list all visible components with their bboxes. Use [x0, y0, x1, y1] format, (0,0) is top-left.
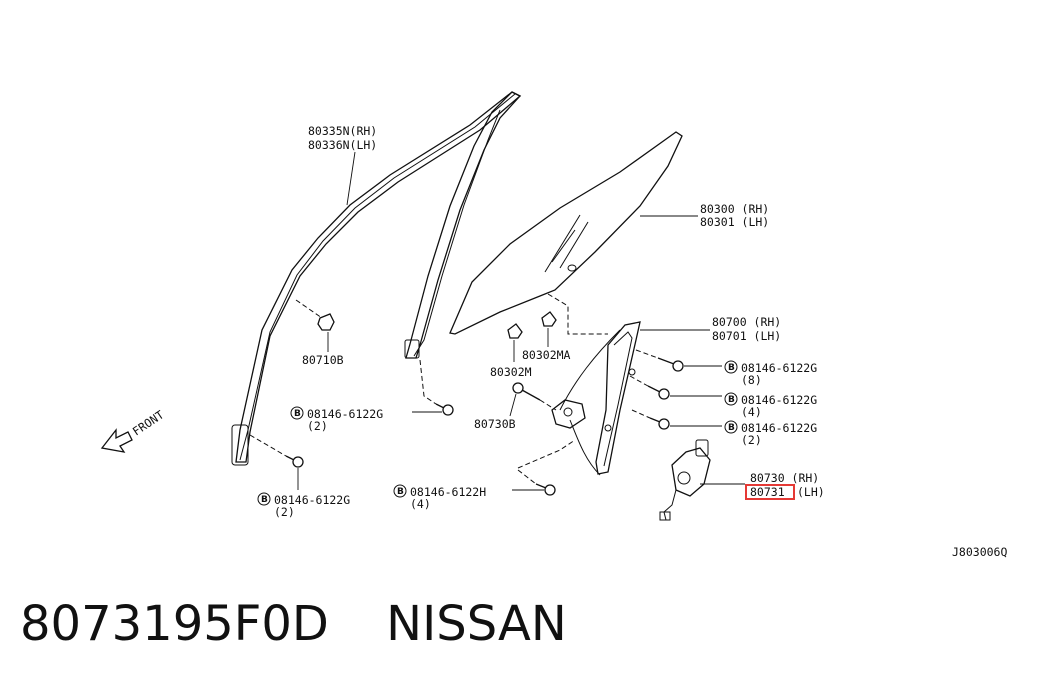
label-clip-710b: 80710B: [302, 353, 344, 367]
label-glass-run-lh: 80336N(LH): [308, 138, 377, 152]
bolt-marker: B: [261, 495, 268, 505]
part-number: 8073195F0D: [20, 596, 329, 652]
callout-bolt-b: B 08146-6122G (4): [724, 392, 817, 419]
label-motor-rh: 80730 (RH): [750, 471, 819, 485]
label-bolt-b-qty: (4): [741, 405, 762, 419]
label-bolt-f-code: 08146-6122G: [274, 493, 350, 507]
label-bolt-c-qty: (2): [741, 433, 762, 447]
label-motor-lh-code: 80731: [750, 485, 785, 499]
callout-bolt-e: B 08146-6122H (4): [393, 484, 486, 511]
part-info-footer: 8073195F0D NISSAN: [20, 596, 567, 652]
label-bolt-730b: 80730B: [474, 417, 516, 431]
bolt-marker: B: [294, 409, 301, 419]
glass-run-channel: [231, 91, 522, 466]
fasteners: [249, 293, 684, 496]
label-clip-302ma: 80302MA: [522, 348, 571, 362]
window-regulator: [551, 321, 641, 476]
label-glass-run-rh: 80335N(RH): [308, 124, 377, 138]
callout-bolt-d: B 08146-6122G (2): [290, 406, 383, 433]
door-glass: [449, 131, 683, 335]
brand-name: NISSAN: [386, 596, 567, 652]
label-clip-302m: 80302M: [490, 365, 532, 379]
figure-code: J803006Q: [952, 545, 1007, 559]
bolt-marker: B: [728, 363, 735, 373]
label-bolt-d-qty: (2): [307, 419, 328, 433]
front-arrow: FRONT: [100, 407, 167, 453]
label-bolt-e-qty: (4): [410, 497, 431, 511]
part-labels: 80335N(RH) 80336N(LH) 80300 (RH) 80301 (…: [257, 124, 1007, 559]
label-bolt-f-qty: (2): [274, 505, 295, 519]
label-bolt-d-code: 08146-6122G: [307, 407, 383, 421]
highlighted-part-number: 80731 (LH): [745, 484, 825, 500]
leader-lines: [297, 151, 745, 491]
label-bolt-a-code: 08146-6122G: [741, 361, 817, 375]
label-regulator-lh: 80701 (LH): [712, 329, 781, 343]
label-motor-lh-side: (LH): [797, 485, 825, 499]
callout-bolt-f: B 08146-6122G (2): [257, 492, 350, 519]
bolt-marker: B: [728, 395, 735, 405]
label-bolt-c-code: 08146-6122G: [741, 421, 817, 435]
label-bolt-a-qty: (8): [741, 373, 762, 387]
bolt-marker: B: [397, 487, 404, 497]
label-bolt-e-code: 08146-6122H: [410, 485, 486, 499]
label-glass-rh: 80300 (RH): [700, 202, 769, 216]
front-label: FRONT: [130, 407, 167, 438]
label-regulator-rh: 80700 (RH): [712, 315, 781, 329]
callout-bolt-a: B 08146-6122G (8): [724, 360, 817, 387]
highlight-box: [745, 484, 795, 500]
label-bolt-b-code: 08146-6122G: [741, 393, 817, 407]
callout-bolt-c: B 08146-6122G (2): [724, 420, 817, 447]
bolt-marker: B: [728, 423, 735, 433]
label-glass-lh: 80301 (LH): [700, 215, 769, 229]
window-motor: [659, 439, 711, 521]
